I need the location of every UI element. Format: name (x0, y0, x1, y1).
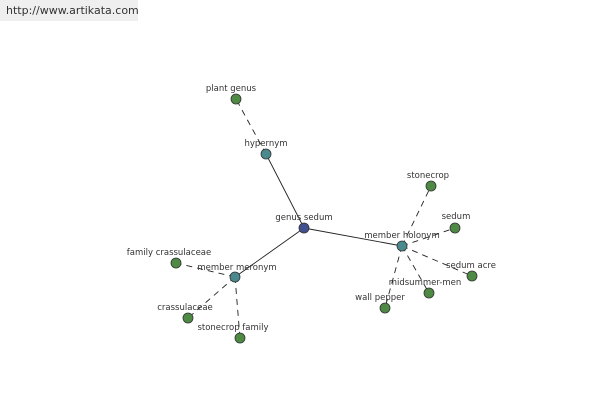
node-sedum-acre[interactable] (466, 270, 478, 282)
node-wall-pepper[interactable] (379, 302, 391, 314)
label-stonecrop[interactable]: stonecrop (407, 171, 449, 181)
edge-genus-sedum-member-holonym (303, 227, 403, 247)
label-sedum-acre[interactable]: sedum acre (446, 261, 496, 271)
node-member-meronym[interactable] (229, 271, 241, 283)
label-hypernym[interactable]: hypernym (244, 139, 287, 149)
node-plant-genus[interactable] (230, 93, 242, 105)
node-hypernym[interactable] (260, 148, 272, 160)
label-midsummer-men[interactable]: midsummer-men (389, 278, 462, 288)
label-stonecrop-family[interactable]: stonecrop family (197, 323, 268, 333)
label-wall-pepper[interactable]: wall pepper (355, 293, 405, 303)
node-crassulaceae[interactable] (182, 312, 194, 324)
node-midsummer-men[interactable] (423, 287, 435, 299)
edge-genus-sedum-hypernym (265, 153, 305, 229)
graph-labels: genus sedum hypernym member holonym member … (127, 84, 496, 333)
edge-member-holonym-stonecrop (401, 185, 432, 247)
label-genus-sedum[interactable]: genus sedum (275, 213, 332, 223)
url-header-bar: http://www.artikata.com (0, 0, 139, 21)
node-family-crassulaceae[interactable] (170, 257, 182, 269)
label-plant-genus[interactable]: plant genus (206, 84, 257, 94)
label-sedum[interactable]: sedum (442, 212, 471, 222)
graph-edges (175, 98, 473, 339)
label-member-holonym[interactable]: member holonym (364, 231, 439, 241)
edge-genus-sedum-member-meronym (234, 227, 305, 278)
node-stonecrop[interactable] (425, 180, 437, 192)
site-url-link[interactable]: http://www.artikata.com (6, 4, 139, 17)
label-crassulaceae[interactable]: crassulaceae (157, 303, 213, 313)
graph-nodes (170, 93, 478, 344)
node-stonecrop-family[interactable] (234, 332, 246, 344)
node-member-holonym[interactable] (396, 240, 408, 252)
node-genus-sedum[interactable] (298, 222, 310, 234)
edge-member-holonym-sedum (401, 227, 456, 247)
label-family-crassulaceae[interactable]: family crassulaceae (127, 248, 211, 258)
node-sedum[interactable] (449, 222, 461, 234)
label-member-meronym[interactable]: member meronym (197, 263, 276, 273)
edge-member-holonym-midsummer-men (401, 245, 430, 294)
edge-member-holonym-sedum-acre (401, 245, 473, 277)
